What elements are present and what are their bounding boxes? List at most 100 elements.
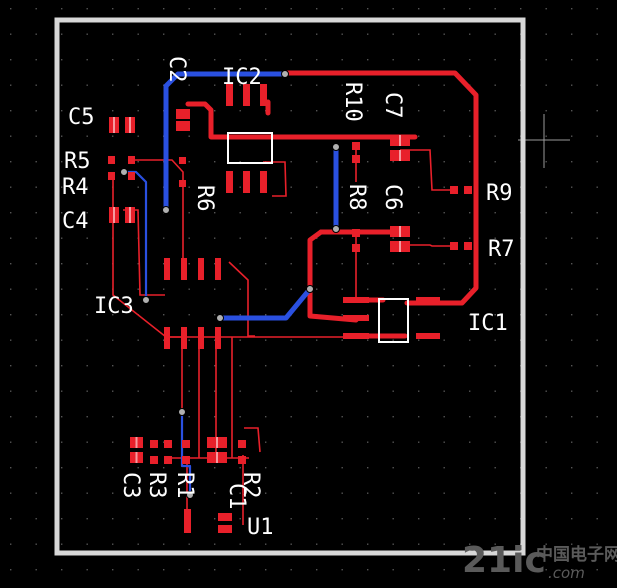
label-r9: R9 bbox=[486, 181, 513, 206]
grid-dot bbox=[392, 186, 394, 188]
label-r6: R6 bbox=[192, 185, 217, 212]
grid-dot bbox=[290, 8, 292, 10]
grid-dot bbox=[596, 518, 598, 520]
grid-dot bbox=[367, 186, 369, 188]
grid-dot bbox=[341, 186, 343, 188]
grid-dot bbox=[316, 110, 318, 112]
grid-dot bbox=[86, 492, 88, 494]
grid-dot bbox=[35, 569, 37, 571]
grid-dot bbox=[265, 237, 267, 239]
grid-dot bbox=[61, 263, 63, 265]
pad bbox=[416, 333, 440, 339]
grid-dot bbox=[367, 416, 369, 418]
grid-dot bbox=[163, 288, 165, 290]
grid-dot bbox=[265, 314, 267, 316]
grid-dots bbox=[10, 8, 598, 571]
grid-dot bbox=[392, 492, 394, 494]
via bbox=[216, 314, 224, 322]
pad-mark bbox=[216, 437, 218, 448]
pad bbox=[150, 440, 158, 448]
grid-dot bbox=[86, 390, 88, 392]
grid-dot bbox=[163, 569, 165, 571]
pad bbox=[108, 156, 115, 164]
grid-dot bbox=[10, 416, 12, 418]
grid-dot bbox=[469, 8, 471, 10]
grid-dot bbox=[61, 212, 63, 214]
grid-dot bbox=[188, 365, 190, 367]
power-traces bbox=[185, 70, 479, 339]
label-c3: C3 bbox=[118, 472, 143, 499]
grid-dot bbox=[35, 237, 37, 239]
crosshair-cursor bbox=[518, 114, 570, 168]
grid-dot bbox=[86, 314, 88, 316]
watermark-cn: 中国电子网 bbox=[536, 544, 617, 565]
grid-dot bbox=[494, 263, 496, 265]
grid-dot bbox=[443, 8, 445, 10]
grid-dot bbox=[341, 339, 343, 341]
grid-dot bbox=[392, 237, 394, 239]
grid-dot bbox=[545, 390, 547, 392]
grid-dot bbox=[418, 416, 420, 418]
grid-dot bbox=[290, 263, 292, 265]
grid-dot bbox=[112, 33, 114, 35]
grid-dot bbox=[392, 441, 394, 443]
grid-dot bbox=[367, 288, 369, 290]
grid-dot bbox=[214, 518, 216, 520]
grid-dot bbox=[469, 263, 471, 265]
grid-dot bbox=[188, 186, 190, 188]
grid-dot bbox=[494, 569, 496, 571]
grid-dot bbox=[596, 186, 598, 188]
grid-dot bbox=[571, 416, 573, 418]
grid-dot bbox=[418, 59, 420, 61]
grid-dot bbox=[290, 365, 292, 367]
grid-dot bbox=[494, 492, 496, 494]
grid-dot bbox=[392, 263, 394, 265]
grid-dot bbox=[341, 390, 343, 392]
label-c7: C7 bbox=[380, 92, 405, 119]
grid-dot bbox=[265, 416, 267, 418]
grid-dot bbox=[290, 33, 292, 35]
grid-dot bbox=[367, 543, 369, 545]
grid-dot bbox=[545, 59, 547, 61]
via bbox=[120, 168, 128, 176]
grid-dot bbox=[86, 288, 88, 290]
grid-dot bbox=[469, 59, 471, 61]
pad bbox=[352, 244, 360, 252]
grid-dot bbox=[61, 110, 63, 112]
grid-dot bbox=[239, 263, 241, 265]
grid-dot bbox=[469, 416, 471, 418]
grid-dot bbox=[494, 8, 496, 10]
grid-dot bbox=[10, 237, 12, 239]
grid-dot bbox=[265, 33, 267, 35]
grid-dot bbox=[545, 8, 547, 10]
grid-dot bbox=[571, 441, 573, 443]
grid-dot bbox=[265, 288, 267, 290]
grid-dot bbox=[571, 110, 573, 112]
grid-dot bbox=[418, 263, 420, 265]
grid-dot bbox=[316, 59, 318, 61]
grid-dot bbox=[61, 237, 63, 239]
grid-dot bbox=[86, 263, 88, 265]
grid-dot bbox=[10, 339, 12, 341]
grid-dot bbox=[10, 365, 12, 367]
grid-dot bbox=[290, 492, 292, 494]
grid-dot bbox=[61, 492, 63, 494]
grid-dot bbox=[341, 8, 343, 10]
grid-dot bbox=[290, 288, 292, 290]
pad bbox=[464, 186, 472, 194]
grid-dot bbox=[137, 59, 139, 61]
grid-dot bbox=[214, 186, 216, 188]
grid-dot bbox=[494, 339, 496, 341]
grid-dot bbox=[137, 543, 139, 545]
pad bbox=[182, 440, 190, 448]
grid-dot bbox=[367, 390, 369, 392]
grid-dot bbox=[367, 492, 369, 494]
grid-dot bbox=[112, 84, 114, 86]
grid-dot bbox=[188, 390, 190, 392]
grid-dot bbox=[86, 339, 88, 341]
via bbox=[178, 408, 186, 416]
grid-dot bbox=[596, 263, 598, 265]
grid-dot bbox=[86, 467, 88, 469]
grid-dot bbox=[290, 212, 292, 214]
grid-dot bbox=[265, 543, 267, 545]
